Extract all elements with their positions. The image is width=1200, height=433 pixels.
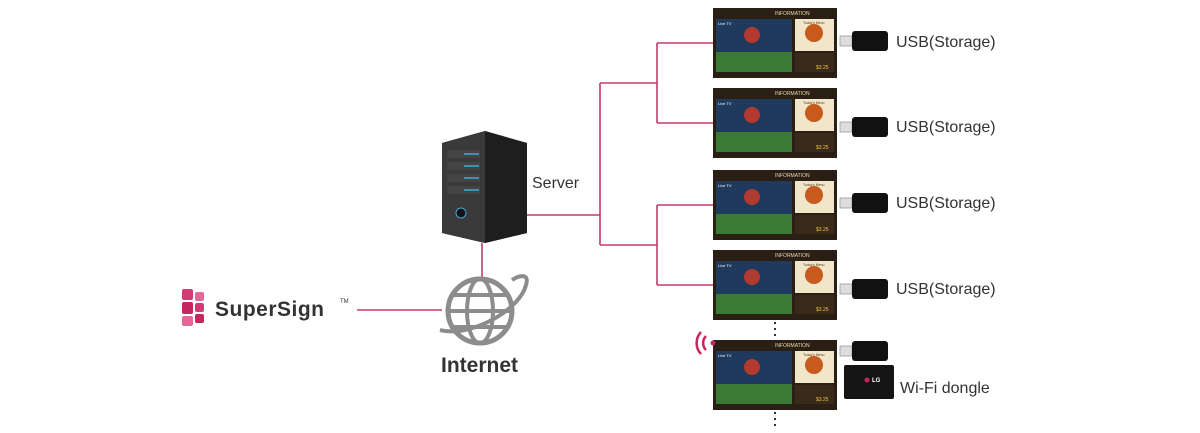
display-1-header: INFORMATION (775, 11, 810, 17)
display-4-live: Live TV (718, 263, 732, 268)
display-3-header: INFORMATION (775, 173, 810, 179)
brand-trademark: TM (340, 299, 349, 305)
wifi-dongle-icon: LG (844, 365, 894, 399)
usb-stick-icon (839, 117, 888, 137)
display-5: INFORMATION Live TV Today's Menu $3.25 (713, 340, 837, 410)
display-4-menu: Today's Menu (803, 263, 825, 267)
display-1: INFORMATION Live TV Today's Menu $3.25 (713, 8, 837, 78)
globe-icon (439, 274, 529, 346)
display-3-live: Live TV (718, 183, 732, 188)
display-2-price: $3.25 (816, 145, 829, 151)
connection-lines (357, 42, 713, 311)
display-1-price: $3.25 (816, 65, 829, 71)
usb-label-4: USB(Storage) (896, 281, 996, 298)
display-3-price: $3.25 (816, 227, 829, 233)
usb-label-1: USB(Storage) (896, 34, 996, 51)
display-2: INFORMATION Live TV Today's Menu $3.25 (713, 88, 837, 158)
display-1-menu: Today's Menu (803, 21, 825, 25)
usb-label-2: USB(Storage) (896, 119, 996, 136)
svg-text:LG: LG (872, 378, 881, 384)
usb-stick-icon (839, 341, 888, 361)
display-3: INFORMATION Live TV Today's Menu $3.25 (713, 170, 837, 240)
display-4-price: $3.25 (816, 307, 829, 313)
usb-label-3: USB(Storage) (896, 195, 996, 212)
display-5-live: Live TV (718, 353, 732, 358)
usb-stick-icon (839, 31, 888, 51)
display-5-menu: Today's Menu (803, 353, 825, 357)
display-4-header: INFORMATION (775, 253, 810, 259)
internet-label: Internet (441, 354, 518, 377)
supersign-logo-icon (182, 289, 204, 326)
display-2-live: Live TV (718, 101, 732, 106)
display-1-live: Live TV (718, 21, 732, 26)
usb-stick-icon (839, 279, 888, 299)
display-5-header: INFORMATION (775, 343, 810, 349)
server-tower-icon (442, 131, 527, 243)
wifi-dongle-label: Wi-Fi dongle (900, 380, 990, 397)
display-2-header: INFORMATION (775, 91, 810, 97)
display-3-menu: Today's Menu (803, 183, 825, 187)
wifi-signal-icon (695, 331, 716, 355)
brand-name: SuperSign (215, 298, 325, 321)
usb-stick-icon (839, 193, 888, 213)
display-2-menu: Today's Menu (803, 101, 825, 105)
display-5-price: $3.25 (816, 397, 829, 403)
display-4: INFORMATION Live TV Today's Menu $3.25 (713, 250, 837, 320)
server-label: Server (532, 175, 580, 192)
